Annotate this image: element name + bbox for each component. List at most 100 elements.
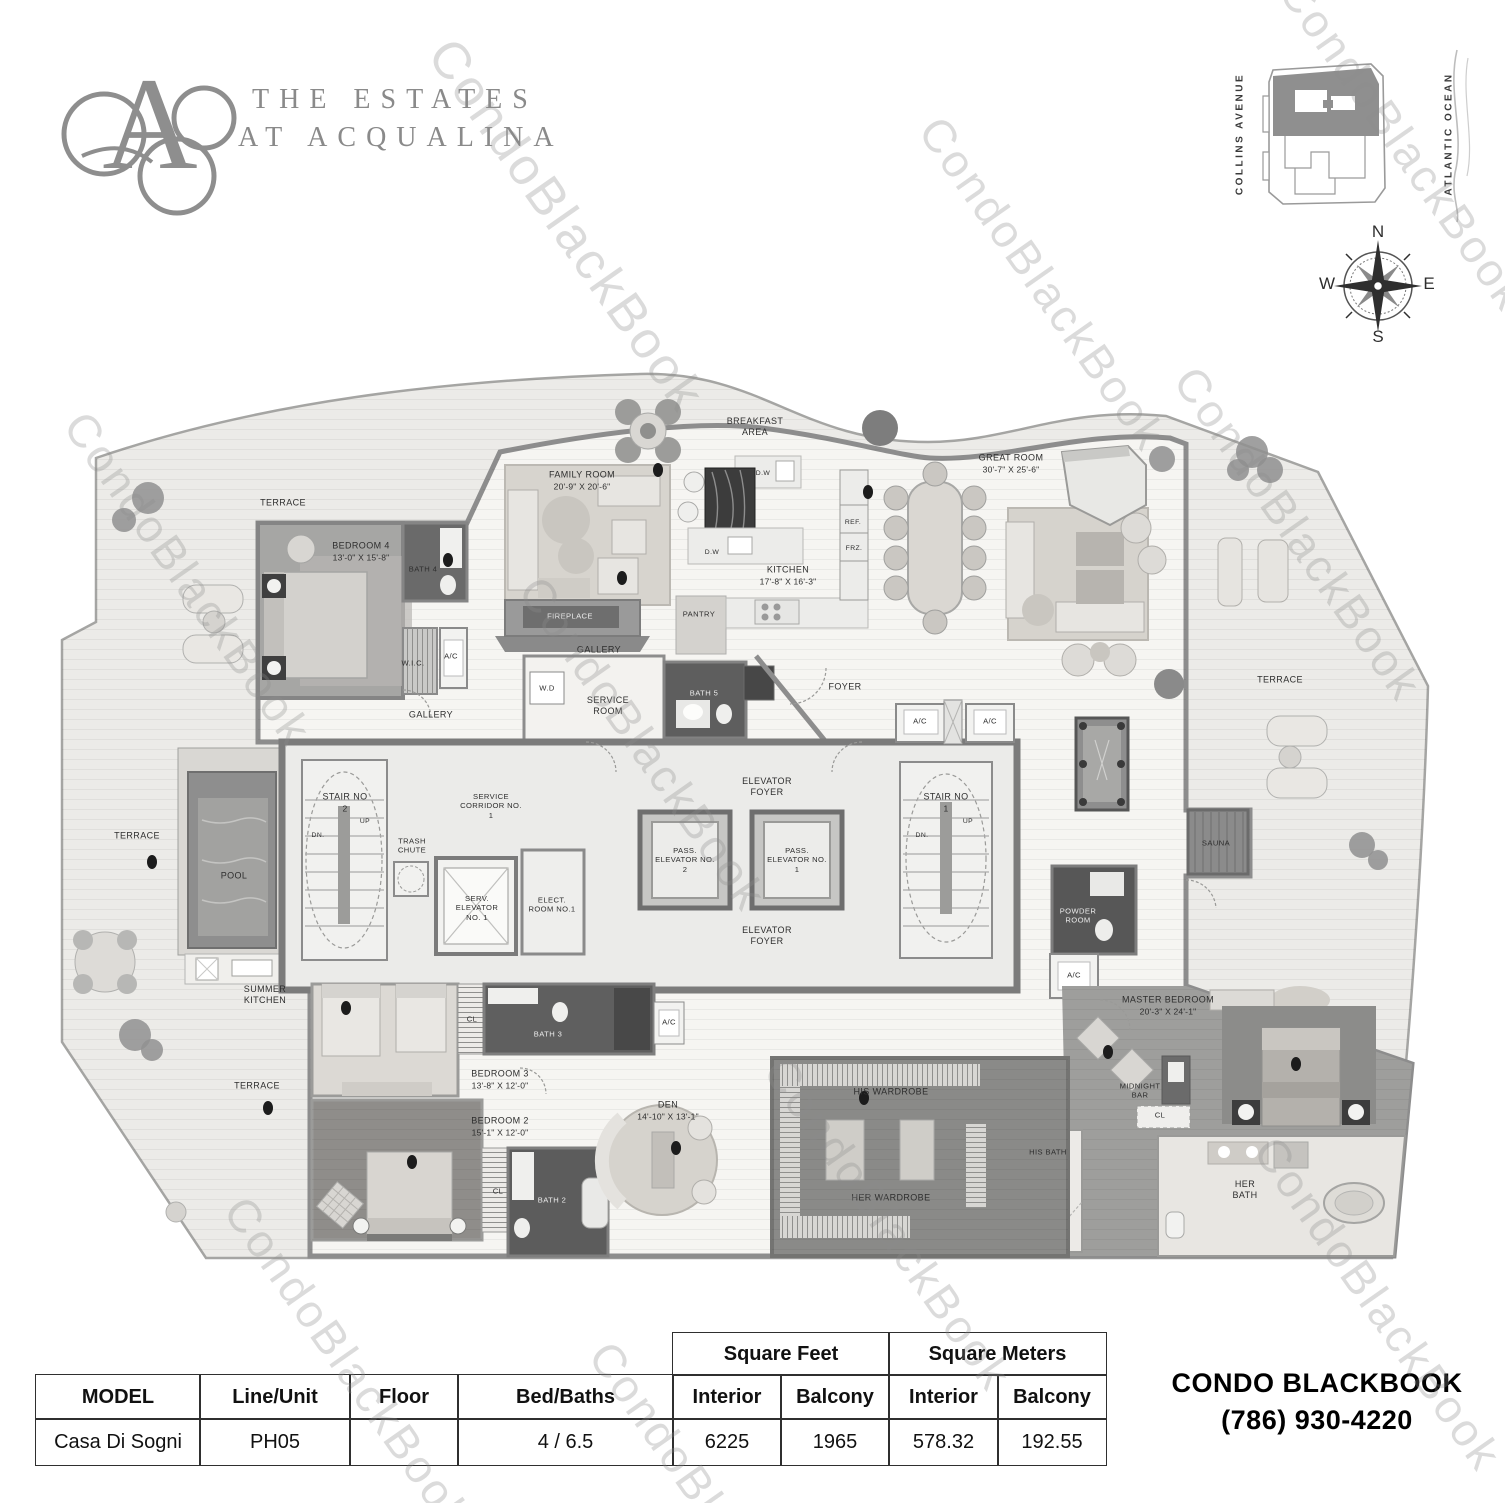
keyplan-ocean-label: ATLANTIC OCEAN — [1443, 72, 1455, 196]
table-header-square-meters: Square Meters — [888, 1332, 1107, 1376]
logo-line1: THE ESTATES — [252, 84, 538, 115]
compass-rose — [1334, 240, 1422, 332]
breakfast-table — [615, 399, 681, 463]
room-label-ac-core-1: A/C — [913, 716, 927, 726]
terrace-furniture — [73, 537, 1328, 1223]
table-value-sqft-interior: 6225 — [672, 1418, 782, 1466]
svg-text:A: A — [102, 50, 197, 197]
room-label-her-wardrobe: HER WARDROBE — [851, 1192, 931, 1203]
bedroom2-room — [310, 1098, 484, 1242]
door-arcs — [402, 689, 1131, 1095]
table-header-sqm-interior: Interior — [888, 1374, 999, 1420]
room-label-his-wardrobe: HIS WARDROBE — [853, 1086, 929, 1097]
room-label-cl-bedroom2: CL — [492, 1186, 504, 1196]
fireplace — [495, 599, 650, 652]
compass-south-label: S — [1372, 327, 1384, 346]
table-header-bed-baths: Bed/Baths — [457, 1374, 674, 1420]
table-header-model: MODEL — [35, 1374, 201, 1420]
acqualina-monogram: A — [61, 50, 237, 216]
room-label-elect-room: ELECT. ROOM NO.1 — [528, 895, 576, 914]
room-label-ac-bedroom4: A/C — [444, 651, 458, 661]
planters — [112, 410, 1388, 1061]
room-label-fireplace: FIREPLACE — [547, 611, 593, 621]
room-label-foyer: FOYER — [828, 681, 862, 692]
contact-block: CONDO BLACKBOOK (786) 930-4220 — [1128, 1368, 1505, 1436]
room-label-cl-bedroom3: CL — [466, 1014, 478, 1024]
room-label-pass-elevator-1: PASS. ELEVATOR NO. 1 — [767, 845, 827, 874]
room-label-dw-1: D.W — [755, 469, 771, 477]
compass-west-label: W — [1318, 274, 1336, 293]
table-header-square-feet: Square Feet — [672, 1332, 890, 1376]
room-label-midnight-bar: MIDNIGHT BAR — [1119, 1081, 1161, 1100]
room-label-pantry: PANTRY — [682, 609, 716, 619]
room-label-service-corridor: SERVICE CORRIDOR NO. 1 — [460, 791, 522, 820]
sauna-room — [1185, 808, 1250, 909]
great-room-furniture — [883, 444, 1167, 677]
table-header-floor: Floor — [349, 1374, 459, 1420]
room-label-summer-kitchen: SUMMER KITCHEN — [243, 983, 287, 1005]
logo-line2: AT ACQUALINA — [238, 122, 564, 153]
room-label-bath5: BATH 5 — [689, 688, 719, 698]
table-value-model: Casa Di Sogni — [35, 1418, 201, 1466]
room-label-ac-master: A/C — [1067, 970, 1081, 980]
people-figures — [147, 463, 1301, 1169]
pool-table — [1074, 716, 1130, 812]
ac-closets — [895, 699, 1015, 745]
room-label-cl-master: CL — [1154, 1110, 1166, 1120]
room-label-breakfast-area: BREAKFAST AREA — [726, 415, 784, 437]
room-label-stair1-up: UP — [962, 817, 974, 825]
compass-east-label: E — [1423, 274, 1435, 293]
walk-in-closet — [402, 627, 468, 695]
table-value-sqm-balcony: 192.55 — [997, 1418, 1107, 1466]
room-label-service-room: SERVICE ROOM — [586, 694, 630, 716]
powder-room — [1049, 864, 1138, 999]
table-header-sqft-interior: Interior — [672, 1374, 782, 1420]
pool — [177, 747, 286, 956]
room-label-stair1-dn: DN. — [915, 831, 929, 839]
room-label-powder-room: POWDER ROOM — [1059, 906, 1097, 925]
den-furniture — [594, 1104, 718, 1216]
foyer-walls — [754, 654, 828, 744]
keyplan-street-label: COLLINS AVENUE — [1234, 72, 1246, 196]
family-room-furniture — [504, 464, 671, 606]
summer-kitchen-counter — [184, 953, 286, 985]
table-header-sqm-balcony: Balcony — [997, 1374, 1107, 1420]
wardrobes — [770, 1056, 1070, 1258]
kitchen-counters — [675, 455, 869, 655]
room-label-terrace-bottomleft: TERRACE — [234, 1080, 280, 1091]
room-label-trash-chute: TRASH CHUTE — [397, 836, 427, 855]
room-label-pass-elevator-2: PASS. ELEVATOR NO. 2 — [655, 845, 715, 874]
bath4-room — [401, 521, 469, 603]
bath2-room — [481, 1146, 610, 1258]
room-label-ac-bath3: A/C — [662, 1017, 676, 1027]
room-label-ref: REF. — [844, 518, 862, 526]
room-label-bath2: BATH 2 — [537, 1195, 567, 1205]
room-label-ac-core-2: A/C — [983, 716, 997, 726]
room-label-washer-dryer: W.D — [539, 683, 555, 693]
keyplan-map — [1262, 49, 1471, 223]
table-value-line-unit: PH05 — [199, 1418, 351, 1466]
room-label-his-bath: HIS BATH — [1029, 1147, 1067, 1157]
room-label-terrace-topleft: TERRACE — [260, 497, 306, 508]
bedroom3-room — [310, 982, 460, 1098]
table-header-line-unit: Line/Unit — [199, 1374, 351, 1420]
contact-name: CONDO BLACKBOOK — [1171, 1368, 1463, 1398]
room-label-wic: W.I.C. — [401, 658, 425, 668]
room-label-bath4: BATH 4 — [408, 564, 438, 574]
core-block — [278, 738, 1021, 994]
table-header-sqft-balcony: Balcony — [780, 1374, 890, 1420]
contact-phone: (786) 930-4220 — [1221, 1405, 1413, 1435]
compass-north-label: N — [1371, 222, 1385, 241]
room-label-stair2-dn: DN. — [311, 831, 325, 839]
room-label-sauna: SAUNA — [1201, 838, 1231, 848]
